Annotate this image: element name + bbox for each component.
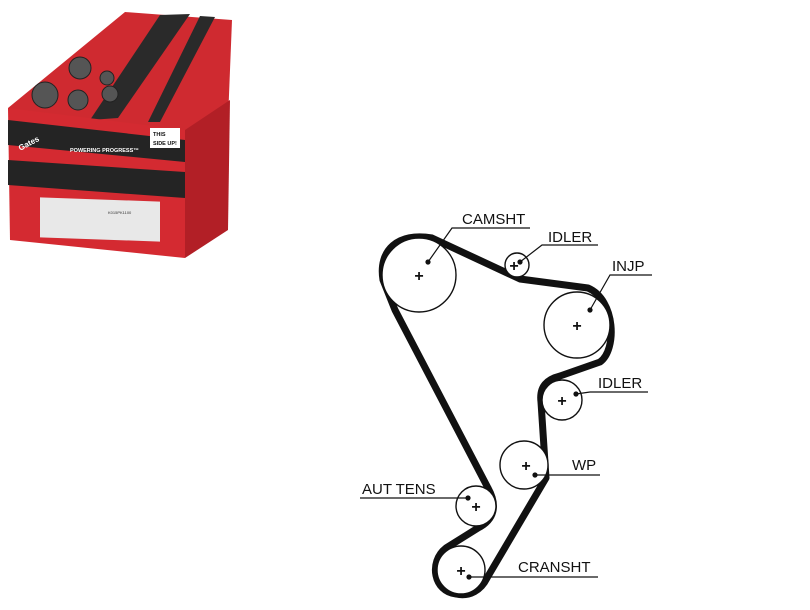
svg-text:+: +: [471, 499, 480, 516]
svg-text:+: +: [414, 268, 423, 285]
slogan: POWERING PROGRESS™: [70, 148, 139, 154]
crankshaft-pulley: [436, 545, 486, 595]
svg-text:+: +: [509, 258, 518, 275]
svg-text:+: +: [456, 563, 465, 580]
label-camshaft: CAMSHT: [462, 211, 525, 228]
label-idler-top: IDLER: [548, 229, 592, 246]
svg-text:+: +: [557, 393, 566, 410]
pulley-photo: [31, 56, 119, 111]
label-auto-tensioner: AUT TENS: [362, 481, 436, 498]
label-idler-mid: IDLER: [598, 375, 642, 392]
label-injection-pump: INJP: [612, 258, 645, 275]
orientation-line1: THIS: [153, 132, 166, 138]
camshaft-pulley: [381, 237, 457, 313]
idler-mid-pulley: [541, 379, 583, 421]
label-water-pump: WP: [572, 457, 596, 474]
part-number: K015PK1100: [108, 210, 132, 215]
svg-text:+: +: [572, 318, 581, 335]
label-crankshaft: CRANSHT: [518, 559, 591, 576]
injection-pump-pulley: [543, 291, 611, 359]
orientation-line2: SIDE UP!: [153, 141, 177, 147]
svg-text:+: +: [521, 458, 530, 475]
tensioner-pulley: [455, 485, 497, 527]
product-box: Gates POWERING PROGRESS™ THIS SIDE UP! K…: [8, 12, 232, 258]
